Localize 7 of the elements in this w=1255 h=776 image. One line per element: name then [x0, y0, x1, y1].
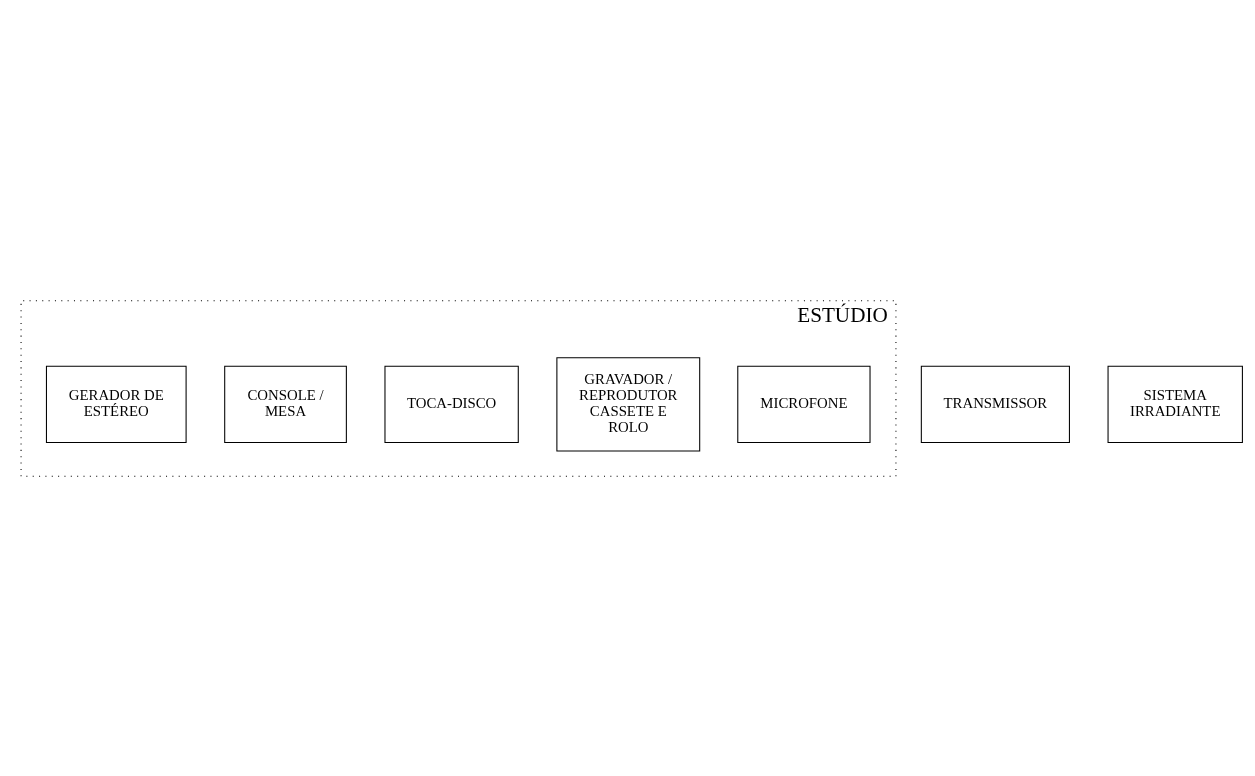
node-box: GERADOR DE ESTÉREO — [45, 365, 187, 443]
node-box: SISTEMA IRRADIANTE — [1107, 365, 1243, 443]
node-box: MICROFONE — [737, 365, 871, 443]
node-box: TOCA-DISCO — [384, 365, 519, 443]
node-box: GRAVADOR / REPRODUTOR CASSETE E ROLO — [556, 356, 701, 451]
node-box: TRANSMISSOR — [920, 365, 1070, 443]
node-box: CONSOLE / MESA — [224, 365, 347, 443]
